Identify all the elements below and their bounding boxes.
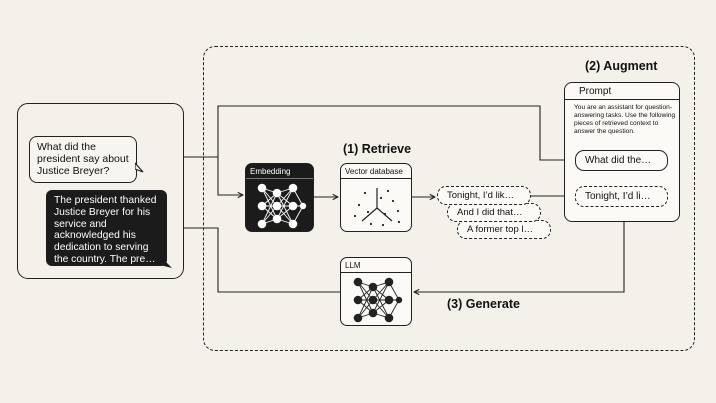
arrow-question-to-prompt: [217, 105, 573, 160]
vector-database-module: Vector database: [340, 163, 412, 232]
user-question-bubble: What did the president say about Justice…: [29, 136, 144, 183]
arrow-prompt-to-llm: [414, 222, 625, 292]
retrieved-chunk-3: A former top l…: [457, 220, 551, 239]
step-retrieve-label: (1) Retrieve: [343, 142, 412, 156]
step-augment-label: (2) Augment: [585, 59, 658, 73]
prompt-instructions: You are an assistant for question-answer…: [574, 104, 676, 135]
bot-bubble-tail-icon: [160, 256, 172, 268]
neural-network-icon: [257, 183, 307, 229]
llm-label: LLM: [341, 258, 411, 273]
prompt-question-field: What did the…: [575, 150, 668, 171]
llm-module: LLM: [340, 257, 412, 326]
prompt-context-field: Tonight, I’d li…: [575, 186, 668, 207]
embedding-label: Embedding: [246, 164, 313, 179]
user-question-text: What did the president say about Justice…: [37, 141, 129, 177]
vector-space-icon: [353, 188, 401, 227]
bot-answer-text: The president thanked Justice Breyer for…: [54, 195, 157, 265]
retrieved-chunk-2: And I did that…: [447, 203, 541, 222]
rag-pipeline-frame: [203, 46, 695, 351]
bot-answer-bubble: The president thanked Justice Breyer for…: [46, 190, 167, 266]
neural-network-icon: [353, 277, 403, 323]
bubble-tail-icon: [135, 162, 144, 173]
step-generate-label: (3) Generate: [447, 297, 520, 311]
vector-database-label: Vector database: [341, 164, 411, 179]
retrieved-chunk-1: Tonight, I’d lik…: [437, 186, 531, 205]
arrow-llm-to-answer: [171, 228, 340, 293]
prompt-title: Prompt: [565, 83, 679, 100]
embedding-module: Embedding: [245, 163, 314, 232]
